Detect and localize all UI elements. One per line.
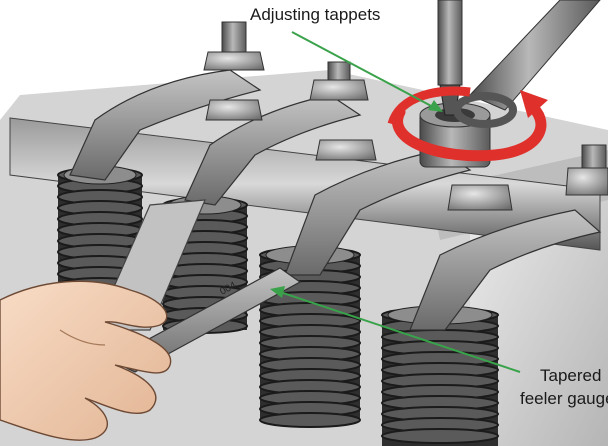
feeler-gauge-leader <box>279 291 521 373</box>
rocker-arms <box>69 69 602 331</box>
adjusting-tappets-arrowhead <box>428 100 443 112</box>
adjusting-nut <box>205 99 263 121</box>
feeler-gauge-arrowhead <box>270 286 285 298</box>
adjusting-tappets-leader <box>291 31 436 109</box>
rocker-arm <box>69 69 262 181</box>
adjusting-nut <box>203 21 265 71</box>
rocker-arm <box>409 209 602 331</box>
adjusting-nut <box>309 61 369 101</box>
ring-spanner <box>453 0 601 128</box>
tapered-feeler-gauge-label-line2: feeler gauge <box>520 389 608 408</box>
adjusting-tappets-label: Adjusting tappets <box>250 5 381 24</box>
leader-lines <box>270 31 521 373</box>
adjusting-nut <box>565 144 608 196</box>
adjusting-nut <box>315 139 377 161</box>
rocker-arm <box>184 94 362 206</box>
hand <box>0 280 172 441</box>
adjusting-nut <box>447 184 513 211</box>
circular-arrow-icon <box>387 86 548 162</box>
tapered-feeler-gauge-label-line1: Tapered <box>540 366 602 385</box>
rocker-studs <box>203 21 608 211</box>
